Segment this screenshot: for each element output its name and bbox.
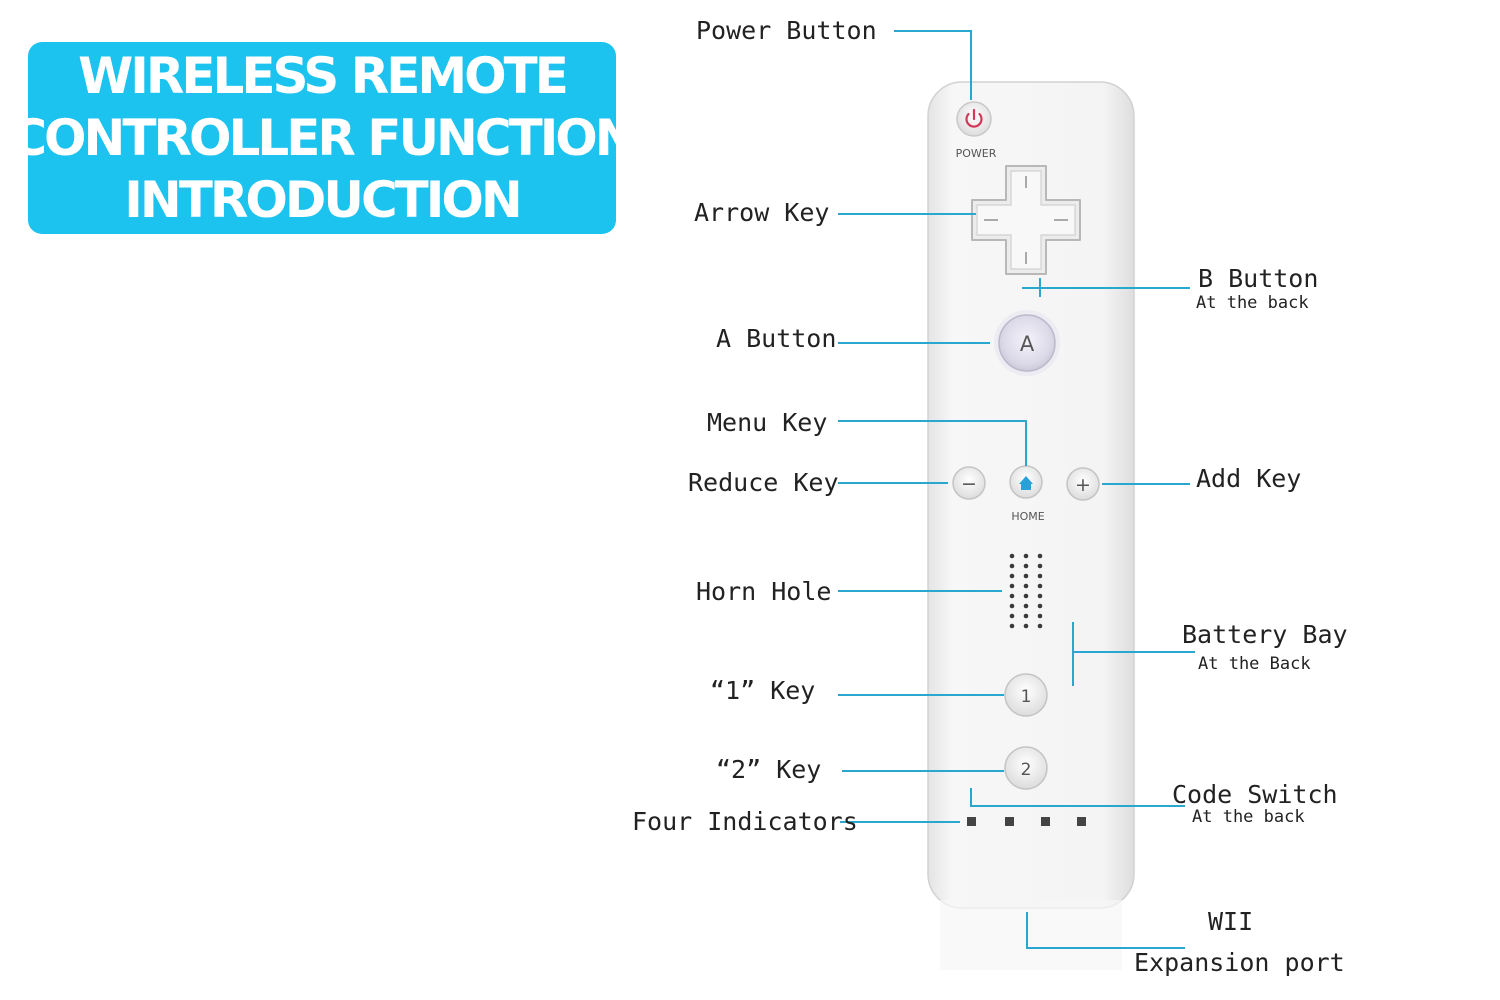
label-code-switch-sub: At the back (1192, 807, 1305, 827)
wii-remote: POWER A − HOME + (927, 81, 1135, 970)
label-horn-hole: Horn Hole (696, 577, 832, 606)
four-indicator-leds (967, 817, 1086, 826)
power-text: POWER (956, 147, 997, 160)
label-menu-key: Menu Key (707, 408, 828, 437)
plus-text: + (1075, 474, 1091, 496)
label-one-key: “1” Key (710, 676, 816, 705)
label-expansion-port: Expansion port (1134, 948, 1345, 977)
a-button-text: A (1020, 332, 1035, 356)
add-key-button[interactable] (1066, 467, 1100, 501)
two-key-text: 2 (1021, 760, 1032, 780)
label-battery-bay-sub: At the Back (1198, 654, 1311, 674)
arrow-key-dpad[interactable] (971, 165, 1081, 275)
minus-text: − (961, 473, 977, 495)
label-power-button: Power Button (696, 16, 877, 45)
one-key-text: 1 (1021, 687, 1032, 707)
leader-expansion (1026, 912, 1185, 949)
reduce-key-button[interactable] (952, 466, 986, 500)
label-four-indicators: Four Indicators (632, 807, 858, 836)
label-code-switch: Code Switch (1172, 780, 1338, 809)
label-reduce-key: Reduce Key (688, 468, 839, 497)
label-arrow-key: Arrow Key (694, 198, 830, 227)
one-key-button[interactable] (1004, 673, 1048, 717)
remote-bottom-edge (940, 900, 1122, 970)
label-a-button: A Button (716, 324, 837, 353)
label-battery-bay: Battery Bay (1182, 620, 1348, 649)
title-line-1: WIRELESS REMOTE (78, 47, 569, 105)
label-b-button: B Button (1198, 264, 1319, 293)
horn-hole-speaker (1009, 553, 1043, 629)
leader-code-switch (970, 788, 1185, 807)
power-icon (965, 112, 983, 128)
power-button[interactable] (956, 101, 992, 137)
label-add-key: Add Key (1196, 464, 1302, 493)
label-wii: WII (1208, 907, 1254, 936)
title-line-2: CONTROLLER FUNCTION (10, 109, 636, 167)
leader-lines (838, 30, 1195, 949)
label-two-key: “2” Key (716, 755, 822, 784)
title-line-3: INTRODUCTION (124, 171, 522, 229)
home-icon (1019, 476, 1033, 490)
leader-power (894, 30, 972, 100)
leader-menu (838, 420, 1027, 466)
title-banner: WIRELESS REMOTE CONTROLLER FUNCTION INTR… (10, 42, 637, 234)
home-text: HOME (1011, 510, 1044, 523)
home-button[interactable] (1009, 465, 1043, 499)
label-b-button-sub: At the back (1196, 293, 1309, 313)
two-key-button[interactable] (1004, 746, 1048, 790)
a-button[interactable] (994, 310, 1060, 376)
